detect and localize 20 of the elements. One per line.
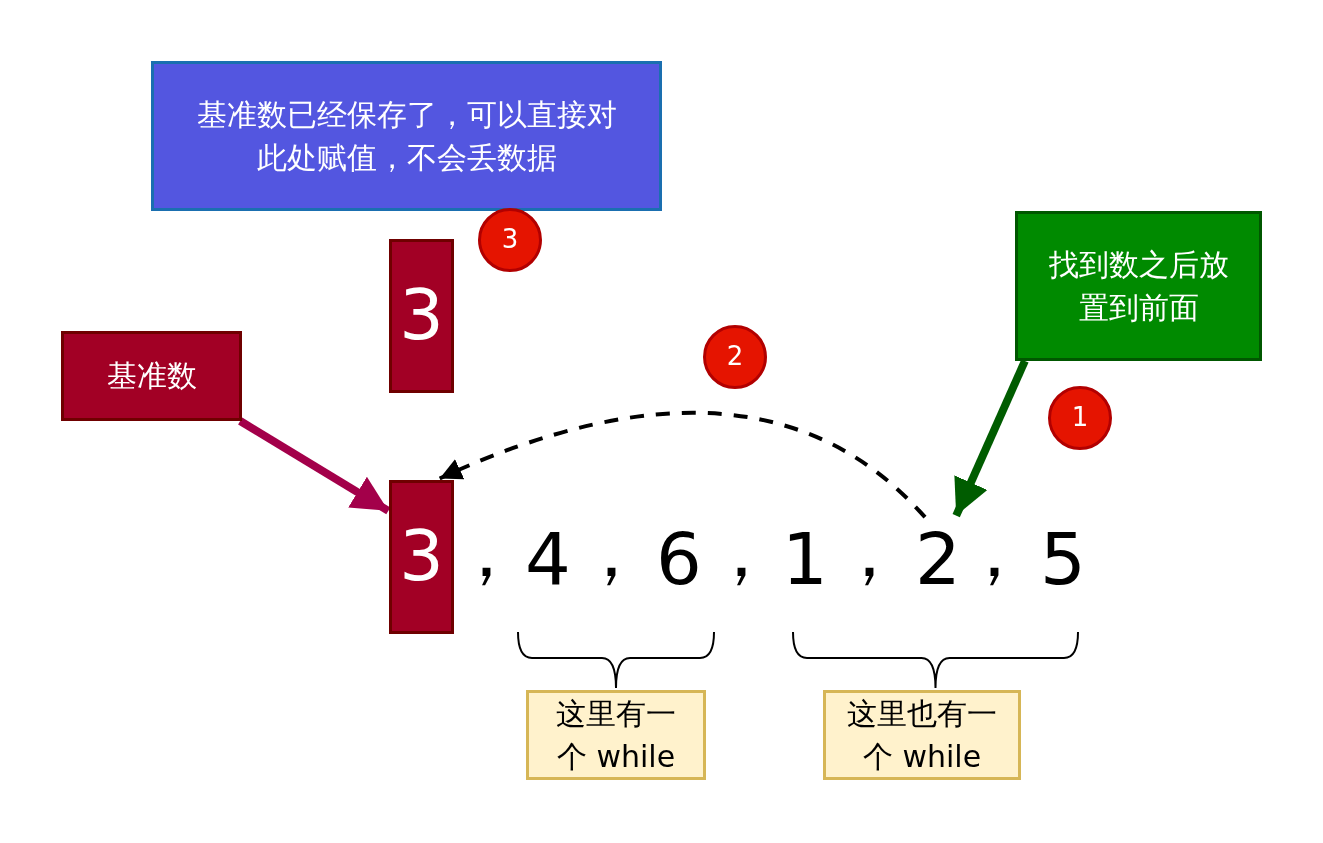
step-badge: 1 — [1048, 386, 1112, 450]
sequence-number: 6 — [656, 518, 702, 600]
step-badge: 2 — [703, 325, 767, 389]
note-box: 基准数已经保存了，可以直接对此处赋值，不会丢数据 — [151, 61, 662, 211]
arrow — [952, 359, 1029, 518]
arrow — [238, 417, 391, 515]
comma: ， — [575, 510, 647, 592]
comma: ， — [833, 510, 905, 592]
comma: ， — [705, 510, 777, 592]
sequence-number: 1 — [782, 518, 828, 600]
note-box: 这里有一个 while — [526, 690, 706, 780]
sequence-number: 5 — [1040, 518, 1086, 600]
note-box: 找到数之后放置到前面 — [1015, 211, 1262, 361]
sequence-number: 4 — [525, 518, 571, 600]
note-box: 这里也有一个 while — [823, 690, 1021, 780]
step-badge: 3 — [478, 208, 542, 272]
number-box: 3 — [389, 239, 454, 393]
arrow — [438, 411, 927, 519]
label-box: 基准数 — [61, 331, 242, 421]
number-box: 3 — [389, 480, 454, 634]
